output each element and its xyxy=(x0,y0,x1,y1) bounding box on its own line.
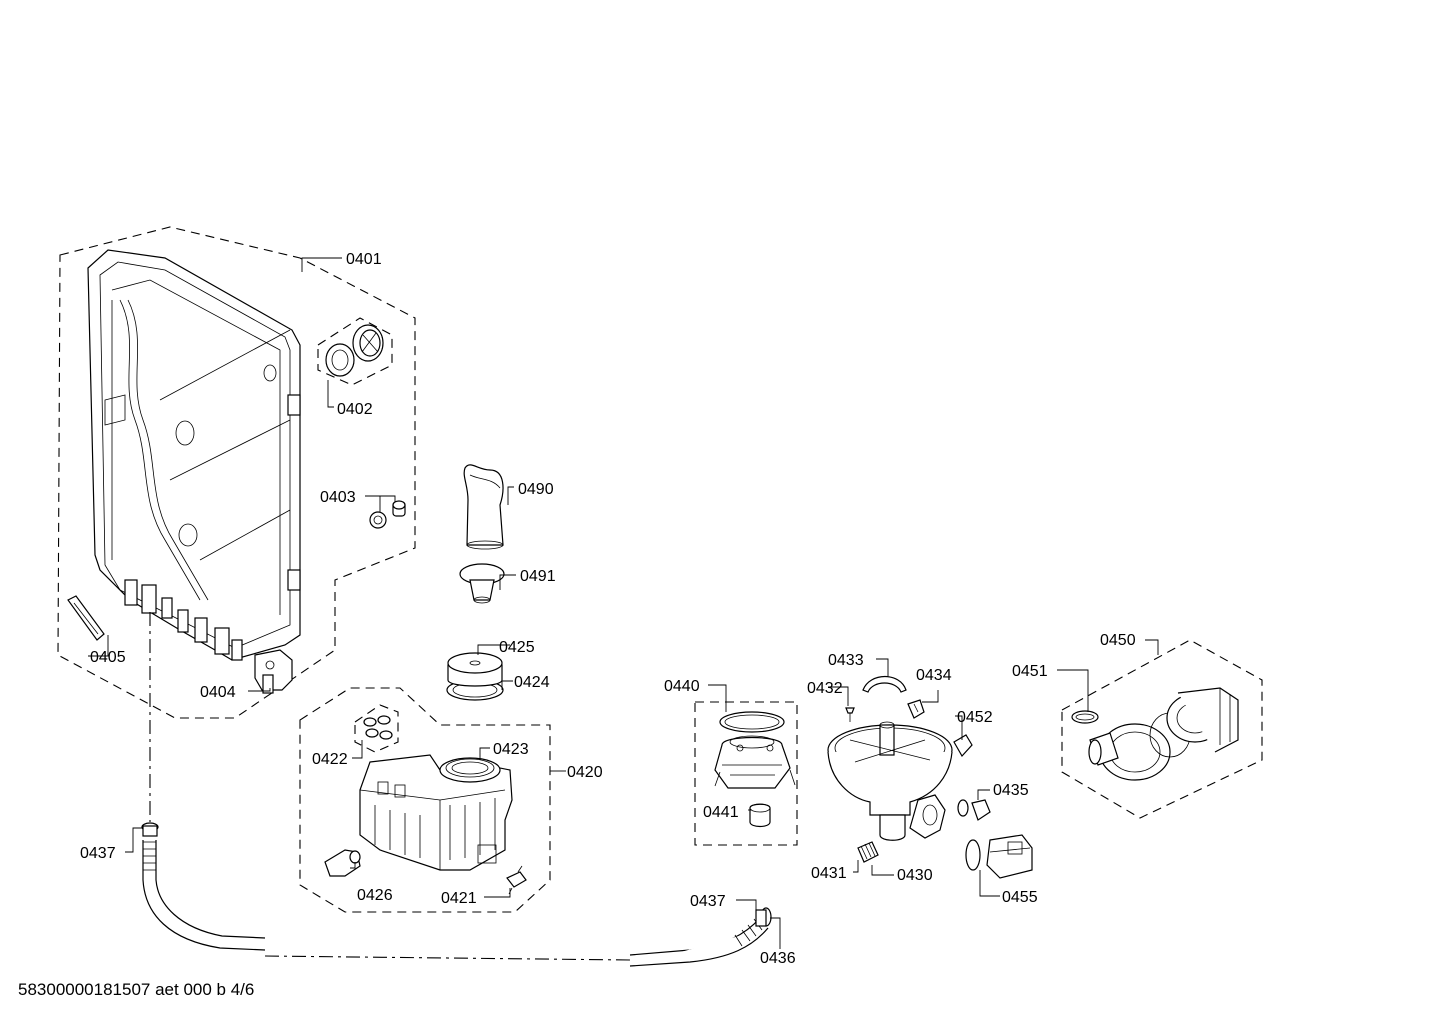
label-0404: 0404 xyxy=(200,684,236,701)
part-0433-clamp xyxy=(862,676,907,693)
label-0433: 0433 xyxy=(828,652,864,669)
label-0437-left: 0437 xyxy=(80,845,116,862)
part-0432-screw xyxy=(845,707,855,722)
part-0434-clip xyxy=(907,699,925,719)
label-0435: 0435 xyxy=(993,782,1029,799)
label-0441: 0441 xyxy=(703,804,739,821)
part-0451-clamp xyxy=(1071,710,1099,724)
label-0401: 0401 xyxy=(346,251,382,268)
group-0440-outline xyxy=(694,701,798,846)
label-0440: 0440 xyxy=(664,678,700,695)
part-0403-fittings xyxy=(369,500,406,529)
part-0421-clip xyxy=(506,865,527,895)
part-0491-cap xyxy=(459,563,505,604)
part-0402-seal-set xyxy=(317,317,393,386)
group-0401-outline xyxy=(57,226,416,719)
part-0452-clip xyxy=(953,734,973,758)
label-0450: 0450 xyxy=(1100,632,1136,649)
part-0450-circulation-pump xyxy=(1088,687,1239,781)
label-0403: 0403 xyxy=(320,489,356,506)
label-0426: 0426 xyxy=(357,887,393,904)
drain-hose-left xyxy=(141,822,266,951)
part-0404-sensor xyxy=(254,649,293,694)
base-tub xyxy=(87,249,301,661)
part-0422-seals xyxy=(354,704,399,753)
label-0420: 0420 xyxy=(567,764,603,781)
label-0490: 0490 xyxy=(518,481,554,498)
group-0450-outline xyxy=(1061,639,1263,819)
label-0424: 0424 xyxy=(514,674,550,691)
label-0422: 0422 xyxy=(312,751,348,768)
drain-hose-right xyxy=(629,907,772,967)
part-0405-clip xyxy=(67,595,105,641)
label-0425: 0425 xyxy=(499,639,535,656)
label-0451: 0451 xyxy=(1012,663,1048,680)
part-0426-valve xyxy=(324,849,361,877)
label-0430: 0430 xyxy=(897,867,933,884)
part-0430-pump-sump xyxy=(827,721,953,841)
label-0455: 0455 xyxy=(1002,889,1038,906)
label-0434: 0434 xyxy=(916,667,952,684)
label-0432: 0432 xyxy=(807,680,843,697)
label-0491: 0491 xyxy=(520,568,556,585)
label-0402: 0402 xyxy=(337,401,373,418)
part-0431-filter xyxy=(857,841,879,863)
part-0490-funnel xyxy=(463,464,504,550)
label-0423: 0423 xyxy=(493,741,529,758)
part-0440-heater-unit xyxy=(714,711,796,828)
part-labels: 0401 0402 0403 0405 0404 0490 0491 0425 … xyxy=(80,251,1136,967)
label-0405: 0405 xyxy=(90,649,126,666)
label-0436: 0436 xyxy=(760,950,796,967)
group-0420-outline xyxy=(299,687,551,913)
label-0421: 0421 xyxy=(441,890,477,907)
connection-lines xyxy=(149,612,631,961)
part-0424-0425-cap xyxy=(446,652,504,701)
leader-lines xyxy=(88,257,1159,949)
part-0455-drain-pump xyxy=(965,834,1033,879)
part-0435-valve xyxy=(957,799,991,821)
water-softener xyxy=(359,754,513,871)
label-0437-right: 0437 xyxy=(690,893,726,910)
label-0431: 0431 xyxy=(811,865,847,882)
label-0452: 0452 xyxy=(957,709,993,726)
document-reference: 58300000181507 aet 000 b 4/6 xyxy=(18,980,255,999)
